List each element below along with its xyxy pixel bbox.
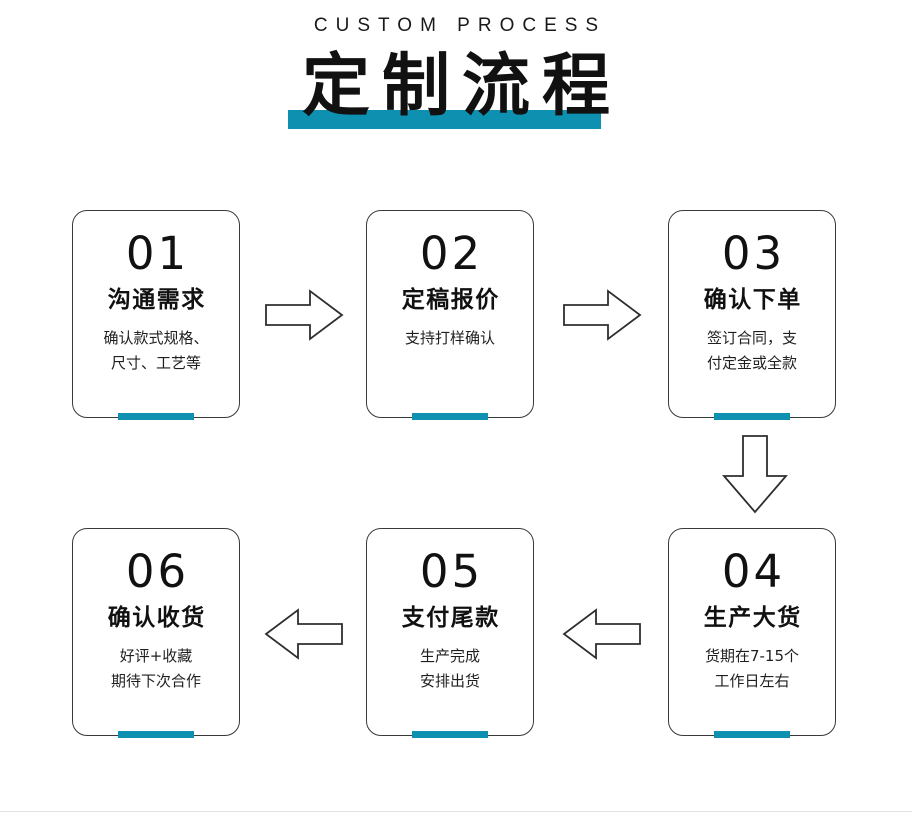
page-bottom-divider xyxy=(0,811,912,812)
step-description-line1: 签订合同，支 xyxy=(706,329,797,347)
step-number: 03 xyxy=(721,227,786,280)
step-description: 确认款式规格、 尺寸、工艺等 xyxy=(84,326,228,376)
step-number: 04 xyxy=(721,545,786,598)
step-title: 生产大货 xyxy=(703,605,802,631)
step-description-line1: 好评+收藏 xyxy=(119,647,193,665)
process-step-card-04[interactable]: 04 生产大货 货期在7-15个 工作日左右 xyxy=(668,528,836,738)
process-step-card-05[interactable]: 05 支付尾款 生产完成 安排出货 xyxy=(366,528,534,738)
step-description: 好评+收藏 期待下次合作 xyxy=(84,644,228,694)
step-description: 签订合同，支 付定金或全款 xyxy=(680,326,824,376)
step-title: 确认下单 xyxy=(703,287,802,313)
page-title: 定制流程 xyxy=(301,47,622,126)
arrow-down-icon xyxy=(718,432,792,516)
step-accent-bar xyxy=(118,731,194,738)
step-description-line2: 期待下次合作 xyxy=(110,672,201,690)
step-accent-bar xyxy=(714,731,790,738)
step-accent-bar xyxy=(412,731,488,738)
step-title: 定稿报价 xyxy=(401,287,500,313)
process-step-card-03[interactable]: 03 确认下单 签订合同，支 付定金或全款 xyxy=(668,210,836,420)
step-number: 01 xyxy=(125,227,190,280)
step-accent-bar xyxy=(714,413,790,420)
step-description: 货期在7-15个 工作日左右 xyxy=(680,644,824,694)
page-header: CUSTOM PROCESS 定制流程 xyxy=(0,0,912,150)
step-description-line1: 生产完成 xyxy=(419,647,480,665)
title-highlight-bar xyxy=(288,110,601,129)
step-description-line1: 支持打样确认 xyxy=(404,329,495,347)
process-step-card-06[interactable]: 06 确认收货 好评+收藏 期待下次合作 xyxy=(72,528,240,738)
step-accent-bar xyxy=(118,413,194,420)
step-number: 02 xyxy=(419,227,484,280)
step-number: 06 xyxy=(125,545,190,598)
step-accent-bar xyxy=(412,413,488,420)
header-eyebrow: CUSTOM PROCESS xyxy=(313,15,607,36)
step-description-line2: 尺寸、工艺等 xyxy=(110,354,201,372)
process-step-card-02[interactable]: 02 定稿报价 支持打样确认 xyxy=(366,210,534,420)
step-description-line1: 确认款式规格、 xyxy=(103,329,209,347)
step-title: 确认收货 xyxy=(107,605,206,631)
header-title-wrap: 定制流程 xyxy=(0,48,912,136)
arrow-left-icon xyxy=(262,604,346,664)
process-step-card-01[interactable]: 01 沟通需求 确认款式规格、 尺寸、工艺等 xyxy=(72,210,240,420)
arrow-right-icon xyxy=(262,285,346,345)
step-description-line2: 安排出货 xyxy=(419,672,480,690)
step-description-line1: 货期在7-15个 xyxy=(704,647,800,665)
step-number: 05 xyxy=(419,545,484,598)
arrow-left-icon xyxy=(560,604,644,664)
step-description-line2: 工作日左右 xyxy=(714,672,790,690)
step-title: 支付尾款 xyxy=(401,605,500,631)
arrow-right-icon xyxy=(560,285,644,345)
step-description-line2: 付定金或全款 xyxy=(706,354,797,372)
step-title: 沟通需求 xyxy=(107,287,206,313)
step-description: 支持打样确认 xyxy=(378,326,522,351)
step-description: 生产完成 安排出货 xyxy=(378,644,522,694)
